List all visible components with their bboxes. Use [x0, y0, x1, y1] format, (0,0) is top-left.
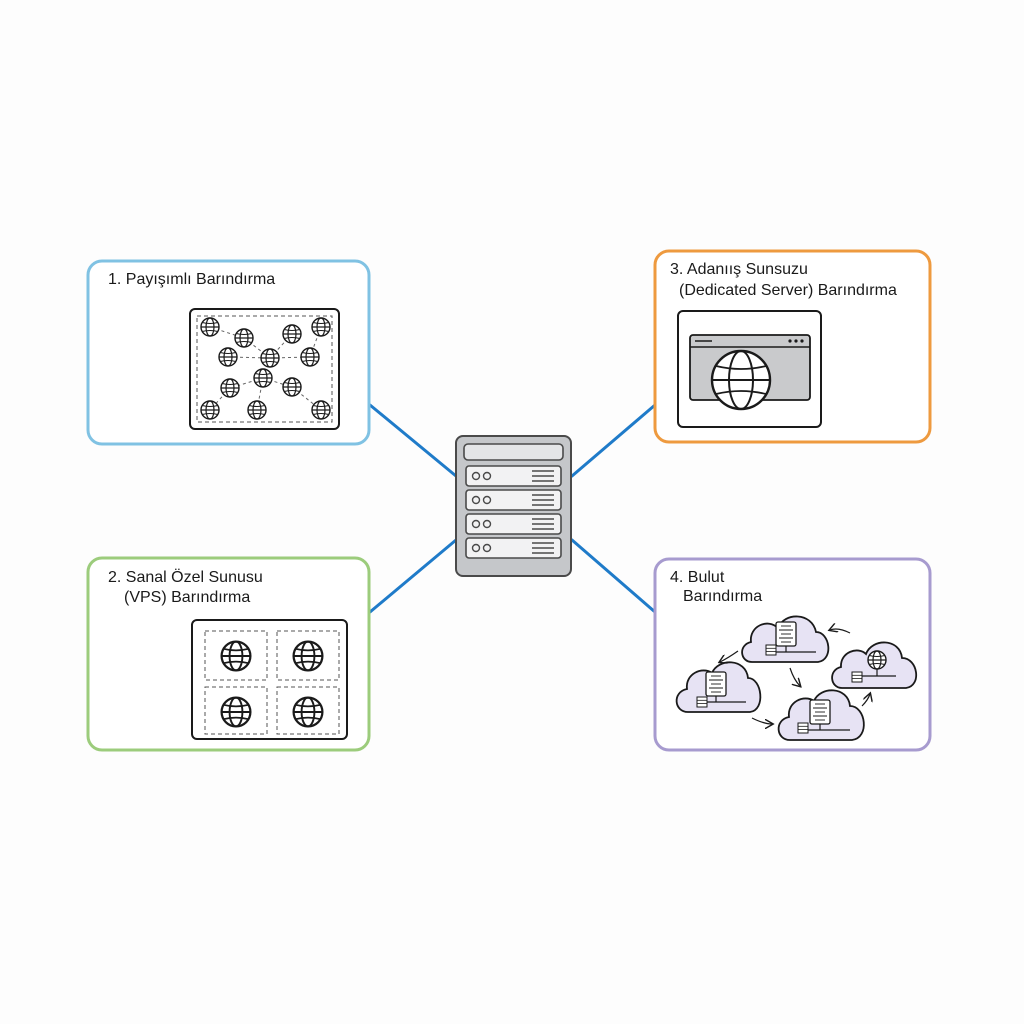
- card-dedicated-title-line2: (Dedicated Server) Barındırma: [679, 282, 897, 299]
- card-shared-hosting: 1. Payışımlı Barındırma: [86, 259, 371, 446]
- cloud-arrow: [789, 667, 800, 686]
- connector-shared: [368, 403, 458, 478]
- connector-cloud: [570, 538, 657, 614]
- cloud-arrow: [861, 694, 870, 707]
- card-shared-title: 1. Payışımlı Barındırma: [108, 271, 275, 288]
- server-unit: [465, 465, 562, 487]
- connector-dedicated: [570, 403, 657, 478]
- server-unit: [465, 537, 562, 559]
- server-unit: [465, 489, 562, 511]
- card-cloud-hosting: 4. Bulut Barındırma: [653, 557, 932, 752]
- card-cloud-title-line1: 4. Bulut: [670, 569, 725, 586]
- cloud-icon: [741, 615, 830, 663]
- card-dedicated-hosting: 3. Adanıış Sunsuzu (Dedicated Server) Ba…: [653, 249, 932, 444]
- cloud-arrow: [830, 629, 851, 634]
- rack-server-icon: [455, 435, 572, 577]
- server-unit: [465, 513, 562, 535]
- card-vps-title-line2: (VPS) Barındırma: [124, 589, 250, 606]
- card-vps-title-line1: 2. Sanal Özel Sunusu: [108, 568, 263, 586]
- cloud-icon: [675, 661, 762, 713]
- card-dedicated-title-line1: 3. Adanıış Sunsuzu: [670, 261, 808, 278]
- cloud-arrow: [751, 717, 772, 724]
- cloud-icon: [777, 689, 865, 741]
- globe-icon: [710, 349, 772, 411]
- cloud-icon: [831, 641, 917, 689]
- partitioned-server-icon: [191, 619, 348, 740]
- cloud-arrow: [720, 650, 739, 662]
- browser-window-globe-icon: [677, 310, 822, 428]
- card-vps-hosting: 2. Sanal Özel Sunusu (VPS) Barındırma: [86, 556, 371, 752]
- connector-vps: [368, 538, 458, 614]
- card-cloud-title-line2: Barındırma: [683, 588, 762, 605]
- shared-websites-grid-icon: [189, 308, 340, 430]
- cloud-servers-icon: [675, 615, 917, 741]
- connector-lines: [368, 403, 657, 614]
